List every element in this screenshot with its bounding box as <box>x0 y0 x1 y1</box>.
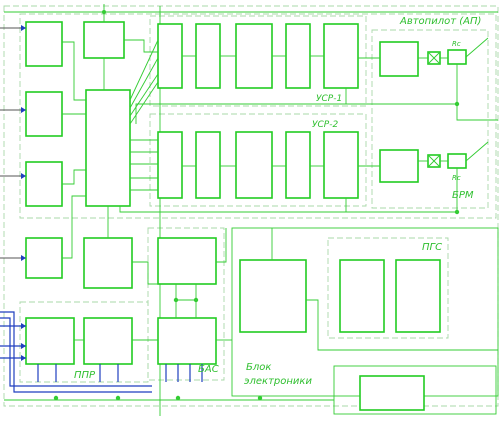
brm-sensor-bottom <box>447 153 467 169</box>
wire-topmid-usr1 <box>124 39 158 53</box>
brm-mixer-bottom-cross-b <box>427 154 441 168</box>
feedback-top-line <box>135 64 458 124</box>
pgs-label: ПГС <box>422 242 442 253</box>
brm-sensor-top <box>447 49 467 65</box>
bus-line-2 <box>0 317 152 387</box>
bas-block-bottom <box>157 317 217 365</box>
junction-dot-8 <box>257 395 263 401</box>
bottom-right-frame <box>333 365 497 415</box>
bas-label: БАС <box>198 364 219 375</box>
left-block-3 <box>25 161 63 207</box>
brm-group-border <box>371 29 489 209</box>
top-mid-block <box>83 21 125 59</box>
usr2-block-2 <box>195 131 221 199</box>
input-arrow-4 <box>21 255 26 261</box>
usr1-block-1 <box>157 23 183 89</box>
pgs-block-2 <box>395 259 441 333</box>
usr2-block-3 <box>235 131 273 199</box>
usr2-group-border <box>149 113 367 207</box>
outer-border <box>3 5 499 407</box>
wire-central-usr1-c <box>129 73 159 117</box>
usr1-block-4 <box>285 23 311 89</box>
feedback-bottom-line <box>119 168 458 213</box>
junction-dot-3 <box>173 297 179 303</box>
pgs-group-border <box>327 237 449 339</box>
bottom-right-block <box>359 375 425 411</box>
wire-central-usr1-b <box>129 57 159 109</box>
feedback-top-to-right <box>456 104 498 121</box>
junction-dot-1 <box>454 101 460 107</box>
input-arrow-3 <box>21 173 26 179</box>
usr2-block-5 <box>323 131 359 199</box>
autopilot-label: Автопилот (АП) <box>399 16 481 27</box>
wire-bas-electronics <box>216 228 227 263</box>
rc-label-bottom: Rс <box>452 174 461 182</box>
usr1-group-border <box>149 15 367 107</box>
junction-dot-2 <box>454 209 460 215</box>
brm-mixer-top-cross-b <box>427 51 441 65</box>
usr1-block-3 <box>235 23 273 89</box>
electronics-label-line1: Блок <box>246 362 271 373</box>
wire-central-usr1-d <box>129 81 159 125</box>
left-block-1 <box>25 21 63 67</box>
bus-arrow-3 <box>21 323 26 329</box>
bus-arrow-5 <box>21 355 26 361</box>
brm-drive-block-bottom <box>379 149 419 183</box>
left-block-4 <box>25 237 63 279</box>
usr1-label: УСР-1 <box>316 94 342 104</box>
junction-dot-5 <box>53 395 59 401</box>
wire-electronics-out <box>306 299 498 351</box>
ppr-group-border <box>19 301 149 383</box>
lower-mid-block <box>83 237 133 289</box>
wire-left1-central <box>62 41 86 101</box>
bus-arrow-4 <box>21 343 26 349</box>
usr1-block-5 <box>323 23 359 89</box>
brm-drive-block-top <box>379 41 419 77</box>
junction-dot-6 <box>115 395 121 401</box>
junction-dot-9 <box>102 10 106 14</box>
rc-label-top: Rс <box>452 40 461 48</box>
wire-central-usr1-a <box>129 39 159 101</box>
usr1-block-2 <box>195 23 221 89</box>
left-block-2 <box>25 91 63 137</box>
central-computer-block <box>85 89 131 207</box>
junction-dot-7 <box>175 395 181 401</box>
bus-line-1 <box>0 311 152 393</box>
usr2-block-4 <box>285 131 311 199</box>
ppr-label: ППР <box>74 370 96 381</box>
electronics-main-block <box>239 259 307 333</box>
junction-dot-4 <box>193 297 199 303</box>
wire-lowermid-bas <box>132 261 158 285</box>
usr2-block-1 <box>157 131 183 199</box>
input-arrow-2 <box>21 107 26 113</box>
brm-label: БРМ <box>452 190 474 201</box>
wire-left4-central <box>62 195 86 259</box>
electronics-label-line2: электроники <box>244 376 312 387</box>
input-arrow-1 <box>21 25 26 31</box>
pgs-block-1 <box>339 259 385 333</box>
brm-rod-top <box>465 37 489 58</box>
ppr-block-2 <box>83 317 133 365</box>
usr2-label: УСР-2 <box>312 120 338 130</box>
wire-left3-central <box>62 169 86 185</box>
autopilot-group-border <box>19 13 497 219</box>
brm-rod-bottom <box>465 141 489 162</box>
bas-block-top <box>157 237 217 285</box>
ppr-block-1 <box>25 317 75 365</box>
